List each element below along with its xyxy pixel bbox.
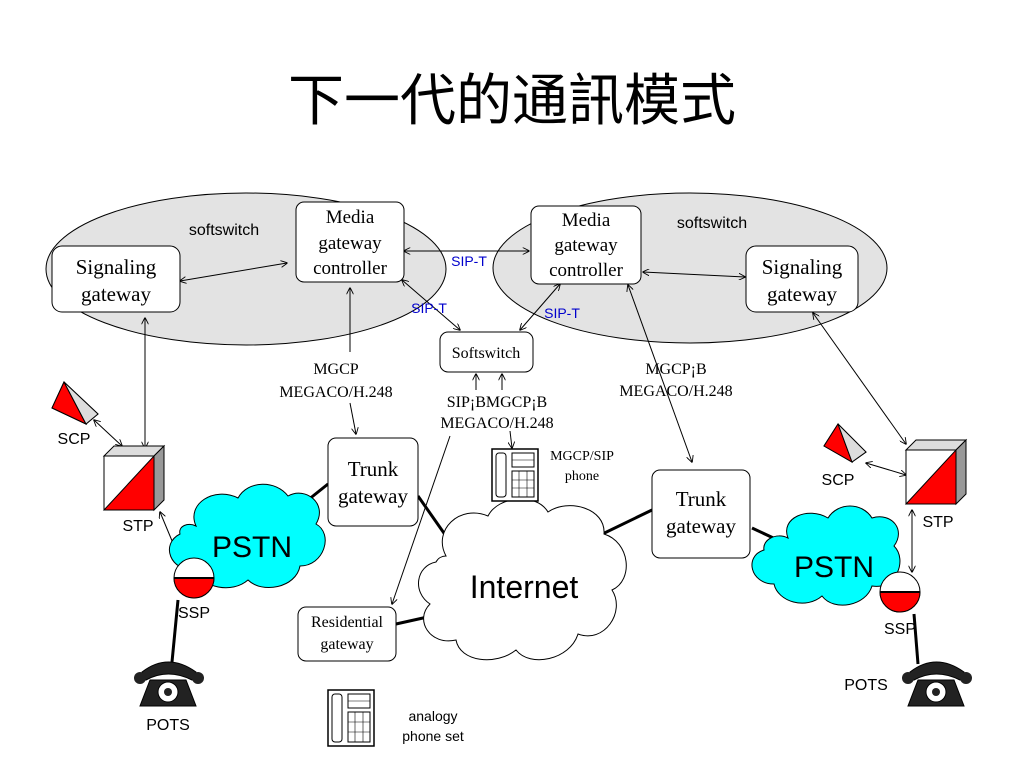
pstn-cloud-right — [751, 505, 901, 606]
arrow-rmgc-rsg — [643, 272, 745, 277]
left-trunk-gateway-box — [327, 437, 419, 527]
right-mgc-line3: controller — [549, 260, 624, 281]
pots-left-icon — [134, 661, 204, 707]
arrow-lmgc-ltrunk-2 — [349, 402, 356, 434]
mgcp-sip-phone-icon — [491, 448, 539, 502]
right-trunk-gateway-line2: gateway — [666, 514, 736, 538]
ssp-left-label: SSP — [178, 605, 210, 622]
stp-right-icon — [904, 438, 968, 506]
ssp-left-icon — [173, 557, 215, 599]
page-title: 下一代的通訊模式 — [288, 69, 736, 134]
residential-gateway-box — [297, 606, 397, 662]
right-trunk-gateway-box — [651, 469, 751, 559]
scp-left-label: SCP — [58, 431, 91, 448]
pstn-label-left: PSTN — [212, 531, 292, 564]
right-mgc-line1: Media — [562, 210, 611, 231]
mgcp-sip-phone-line1: MGCP/SIP — [550, 449, 614, 464]
right-protocol-line2: MEGACO/H.248 — [619, 383, 732, 400]
pots-right-icon — [902, 661, 972, 707]
left-protocol-line2: MEGACO/H.248 — [279, 384, 392, 401]
right-signaling-gateway-box — [745, 245, 859, 313]
left-mgc-box — [295, 201, 405, 283]
stp-left-icon — [102, 444, 166, 512]
right-mgc-box — [530, 205, 642, 285]
left-mgc-line3: controller — [313, 258, 388, 279]
arrow-lmgc-softswitch — [402, 280, 460, 330]
arrow-rsg-stp — [813, 313, 906, 444]
left-signaling-gateway-box — [51, 245, 181, 313]
arrow-softswitch-phone — [510, 430, 512, 448]
right-mgc-line2: gateway — [554, 235, 618, 256]
softswitch-box — [439, 331, 534, 373]
arrow-lsg-lmgc — [180, 263, 287, 281]
softswitch-box-label: Softswitch — [452, 345, 520, 362]
left-trunk-gateway-line2: gateway — [338, 484, 408, 508]
pots-left-label: POTS — [146, 717, 190, 734]
left-mgc-line2: gateway — [318, 233, 382, 254]
scp-right-label: SCP — [822, 472, 855, 489]
ssp-right-icon — [879, 571, 921, 613]
sip-t-label-top: SIP-T — [451, 253, 487, 269]
stp-right-label: STP — [922, 514, 953, 531]
left-signaling-gateway-line2: gateway — [81, 282, 151, 306]
right-trunk-gateway-line1: Trunk — [676, 487, 727, 511]
left-trunk-gateway-line1: Trunk — [348, 457, 399, 481]
residential-gateway-line2: gateway — [320, 636, 373, 653]
pstn-label-right: PSTN — [794, 551, 874, 584]
right-signaling-gateway-line1: Signaling — [762, 255, 843, 279]
ssp-right-label: SSP — [884, 621, 916, 638]
right-signaling-gateway-line2: gateway — [767, 282, 837, 306]
sip-t-label-right: SIP-T — [544, 305, 580, 321]
softswitch-label-right: softswitch — [677, 215, 747, 232]
left-signaling-gateway-line1: Signaling — [76, 255, 157, 279]
arrow-rmgc-softswitch — [520, 284, 560, 330]
arrow-softswitch-residential — [392, 435, 451, 604]
residential-gateway-line1: Residential — [311, 614, 384, 631]
analogy-phone-icon — [327, 689, 375, 747]
stp-left-label: STP — [122, 518, 153, 535]
internet-label: Internet — [470, 569, 579, 605]
scp-right-icon — [823, 422, 867, 464]
analogy-phone-line2: phone set — [402, 728, 464, 744]
sip-t-label-left: SIP-T — [411, 300, 447, 316]
mgcp-sip-phone-line2: phone — [565, 469, 599, 484]
analogy-phone-line1: analogy — [408, 708, 457, 724]
arrow-scp-stp-right — [866, 463, 906, 475]
left-protocol-line1: MGCP — [313, 361, 358, 378]
right-protocol-line1: MGCP¡B — [645, 361, 706, 378]
scp-left-icon — [51, 380, 99, 426]
left-mgc-line1: Media — [326, 207, 375, 228]
center-protocol-line1: SIP¡BMGCP¡B — [447, 394, 547, 411]
arrow-scp-stp-left — [94, 420, 122, 446]
arrow-rmgc-rtrunk — [628, 285, 692, 462]
softswitch-label-left: softswitch — [189, 222, 259, 239]
pstn-cloud-left — [168, 483, 326, 589]
pots-right-label: POTS — [844, 677, 888, 694]
center-protocol-line2: MEGACO/H.248 — [440, 415, 553, 432]
